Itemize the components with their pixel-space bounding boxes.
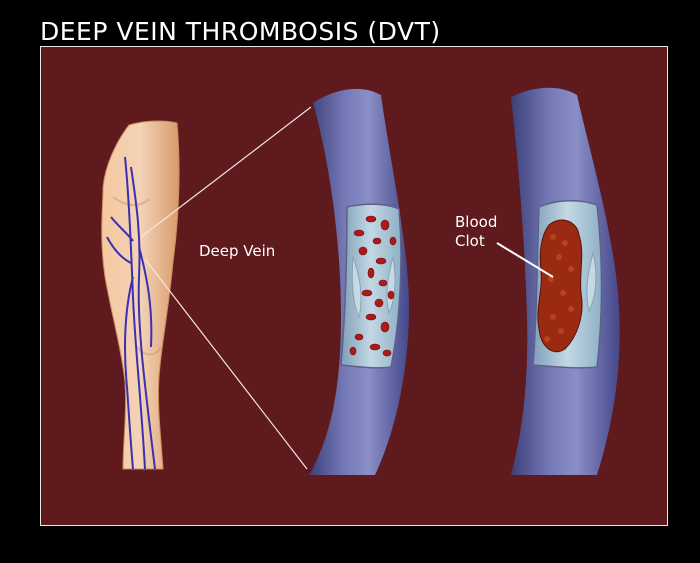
dvt-illustration <box>101 87 620 475</box>
blood-clot-label: Blood Clot <box>455 213 497 251</box>
zoom-lines <box>140 106 312 470</box>
leg <box>101 120 180 470</box>
blood-clot <box>537 219 583 353</box>
deep-vein-label: Deep Vein <box>199 242 276 260</box>
blood-clot-pointer <box>496 242 554 278</box>
blood-clot-label-line2: Clot <box>455 232 485 250</box>
blood-clot-label-line1: Blood <box>455 213 498 231</box>
vein-cross-section-clot <box>511 87 620 475</box>
leg-veins <box>106 156 156 470</box>
vein-cross-section-normal <box>309 88 409 475</box>
illustration-panel: Deep Vein Blood Clot <box>40 46 668 526</box>
page-title: DEEP VEIN THROMBOSIS (DVT) <box>40 17 441 46</box>
